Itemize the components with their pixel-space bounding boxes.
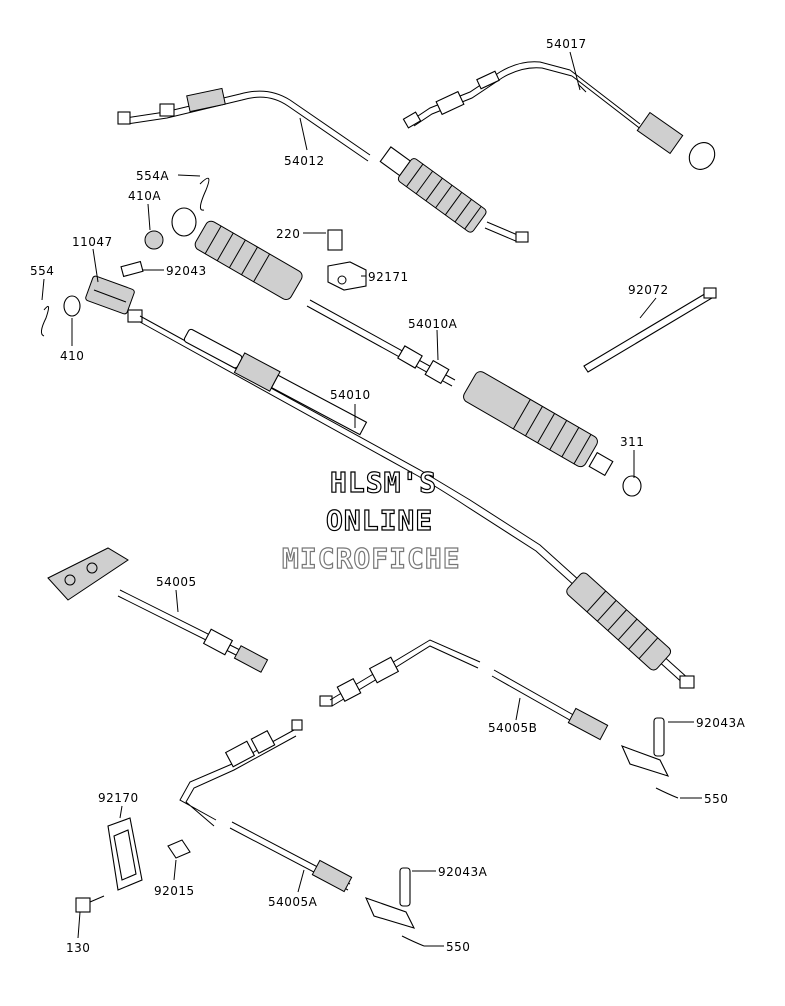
label-130: 130 xyxy=(66,941,90,955)
cable-54005A xyxy=(179,719,425,947)
label-92170: 92170 xyxy=(98,791,139,805)
label-311: 311 xyxy=(620,435,644,449)
watermark-line-1: HLSM'S xyxy=(330,466,437,499)
hardware-group-top-left xyxy=(40,177,642,497)
label-54005A: 54005A xyxy=(268,895,318,909)
cable-54012 xyxy=(117,87,529,243)
label-54010: 54010 xyxy=(330,388,371,402)
label-410: 410 xyxy=(60,349,84,363)
leader-lines xyxy=(41,51,702,947)
bracket-92170 xyxy=(75,817,191,913)
label-92015: 92015 xyxy=(154,884,195,898)
label-92171: 92171 xyxy=(368,270,409,284)
label-54005: 54005 xyxy=(156,575,197,589)
watermark-line-2: ONLINE xyxy=(326,504,433,537)
cable-54010 xyxy=(127,309,695,689)
cable-54005B xyxy=(319,639,679,799)
cable-tie-92072 xyxy=(583,287,717,373)
label-92043A-lower: 92043A xyxy=(438,865,488,879)
label-554: 554 xyxy=(30,264,54,278)
label-54017: 54017 xyxy=(546,37,587,51)
label-220: 220 xyxy=(276,227,300,241)
label-92072: 92072 xyxy=(628,283,669,297)
label-410A: 410A xyxy=(128,189,161,203)
cable-54010A xyxy=(171,207,614,477)
label-554A: 554A xyxy=(136,169,169,183)
label-54005B: 54005B xyxy=(488,721,537,735)
label-550-lower: 550 xyxy=(446,940,470,954)
watermark-line-3: MICROFICHE xyxy=(282,542,461,575)
label-54010A: 54010A xyxy=(408,317,458,331)
cable-54005 xyxy=(47,547,269,673)
cable-54017 xyxy=(402,61,716,170)
label-54012: 54012 xyxy=(284,154,325,168)
label-92043: 92043 xyxy=(166,264,207,278)
label-11047: 11047 xyxy=(72,235,113,249)
label-550-upper: 550 xyxy=(704,792,728,806)
label-92043A-upper: 92043A xyxy=(696,716,746,730)
